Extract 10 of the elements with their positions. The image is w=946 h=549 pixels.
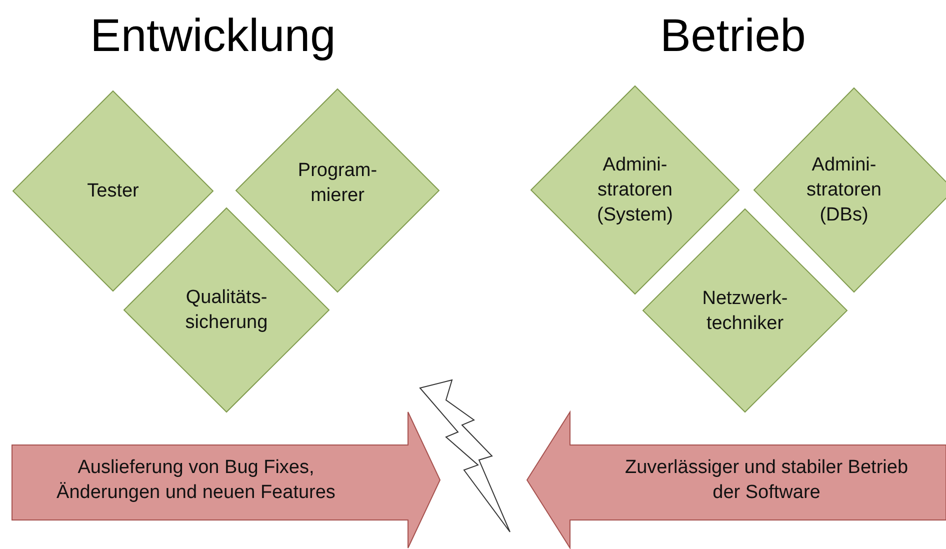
group-heading: Entwicklung bbox=[90, 8, 336, 62]
node-label: Netzwerk- techniker bbox=[701, 286, 789, 336]
group-heading: Betrieb bbox=[660, 8, 806, 62]
node-label: Admini- stratoren (System) bbox=[596, 153, 674, 228]
node-label: Tester bbox=[86, 179, 140, 204]
node-label: Admini- stratoren (DBs) bbox=[806, 153, 882, 228]
node-label: Program- mierer bbox=[296, 158, 378, 208]
node-label: Auslieferung von Bug Fixes, Änderungen und neuen Features bbox=[56, 456, 336, 505]
node-label: Qualitäts- sicherung bbox=[184, 286, 269, 335]
node-label: Zuverlässiger und stabiler Betrieb der Software bbox=[624, 456, 910, 505]
